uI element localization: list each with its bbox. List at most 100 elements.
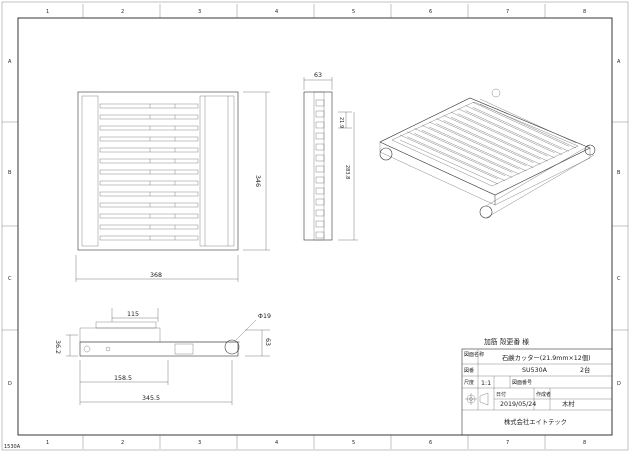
iso-blade: [479, 103, 577, 149]
iso-blade: [399, 139, 499, 185]
blade-row: [99, 158, 199, 164]
front-view: 368 346: [75, 91, 270, 282]
side-view-teeth: [315, 99, 325, 239]
company-name: 株式会社エイトテック: [504, 417, 567, 426]
col-label-bottom-6: 6: [429, 440, 432, 446]
row-markers: A B C D A B C D: [2, 59, 628, 387]
row2-qty: 2台: [580, 365, 590, 374]
row3-value: 1:1: [481, 380, 491, 387]
blade-row: [99, 114, 199, 120]
side-view: 63 21.9 283.8: [303, 72, 358, 241]
col-label-bottom-2: 2: [121, 440, 124, 446]
col-label-bottom-4: 4: [275, 440, 278, 446]
col-label-3: 3: [198, 9, 201, 15]
bottom-dim-158: 158.5: [114, 375, 132, 382]
blade-row: [99, 224, 199, 230]
row4-author: 木村: [562, 399, 575, 408]
iso-blade-top: [407, 131, 506, 176]
col-label-8: 8: [583, 9, 586, 15]
front-height-dim: 346: [254, 175, 261, 187]
row4-author-label: 作成者: [536, 391, 551, 398]
iso-blade-top: [450, 111, 548, 157]
row-label-C: C: [8, 276, 12, 282]
iso-blade: [429, 126, 527, 172]
projection-symbol-icon: [465, 392, 489, 406]
iso-blade-top: [421, 125, 520, 170]
row2-value: SU530A: [522, 367, 548, 374]
col-label-bottom-3: 3: [198, 440, 201, 446]
inner-frame: [17, 17, 613, 436]
blade-row: [99, 235, 199, 241]
blade-row: [99, 180, 199, 186]
iso-blade-top: [458, 108, 555, 153]
side-tooth: [315, 220, 325, 228]
title-header: 加筋 殻更番 様: [484, 337, 529, 346]
row3-label: 尺度: [464, 379, 474, 386]
front-width-dim: 368: [150, 272, 162, 279]
row-label-right-B: B: [617, 170, 621, 176]
row4-date: 2019/05/24: [500, 401, 536, 408]
row2-label: 図番: [464, 367, 474, 374]
bottom-dim-phi: Φ19: [258, 313, 271, 320]
iso-blade-top: [472, 102, 569, 147]
iso-blade-top: [429, 121, 527, 167]
blade-row: [99, 125, 199, 131]
side-tooth: [315, 231, 325, 239]
bottom-dim-345: 345.5: [142, 395, 160, 402]
side-tooth: [315, 187, 325, 195]
iso-blade-top: [436, 118, 534, 163]
isometric-view: [379, 88, 596, 219]
iso-blade: [436, 123, 534, 168]
isometric-blades: [399, 98, 577, 185]
blade-row: [99, 103, 199, 109]
iso-blade: [465, 110, 562, 155]
row1-label: 図面名称: [464, 351, 484, 358]
iso-blade-top: [443, 115, 541, 160]
row-label-A: A: [8, 59, 12, 65]
side-tooth: [315, 154, 325, 162]
iso-blade: [458, 113, 555, 158]
col-label-7: 7: [506, 9, 509, 15]
side-tooth: [315, 132, 325, 140]
row-label-B: B: [8, 170, 12, 176]
side-tooth: [315, 165, 325, 173]
title-block: 加筋 殻更番 様 図面名称 石鹸カッター(21.9mm×12個) 図番 SU53…: [461, 337, 613, 436]
col-label-1: 1: [46, 9, 49, 15]
row-label-right-A: A: [617, 59, 621, 65]
iso-blade: [407, 136, 506, 181]
bottom-side-view: 115 Φ19 36.2 63 158.5 345.5: [54, 308, 271, 405]
iso-blade: [472, 107, 569, 152]
bottom-dim-height: 36.2: [54, 340, 61, 354]
blade-row: [99, 213, 199, 219]
side-tooth: [315, 110, 325, 118]
side-tooth: [315, 209, 325, 217]
col-label-bottom-8: 8: [583, 440, 586, 446]
blade-row: [99, 147, 199, 153]
side-tooth: [315, 198, 325, 206]
col-label-6: 6: [429, 9, 432, 15]
iso-blade-top: [414, 128, 513, 173]
blade-row: [99, 136, 199, 142]
row1-value: 石鹸カッター(21.9mm×12個): [502, 353, 591, 362]
side-width-dim: 63: [314, 72, 322, 79]
iso-blade: [443, 120, 541, 165]
bottom-dim-63: 63: [264, 338, 271, 346]
iso-blade-top: [465, 105, 562, 150]
iso-blade: [414, 133, 513, 178]
side-tooth: [315, 99, 325, 107]
corner-code: 1530A: [4, 444, 21, 450]
side-tooth: [315, 176, 325, 184]
column-markers-bottom: 1 2 3 4 5 6 7 8: [46, 435, 586, 449]
row-label-right-C: C: [617, 276, 621, 282]
row-label-right-D: D: [617, 381, 621, 387]
iso-blade: [421, 130, 520, 175]
col-label-4: 4: [275, 9, 278, 15]
col-label-bottom-7: 7: [506, 440, 509, 446]
col-label-2: 2: [121, 9, 124, 15]
bottom-dim-115: 115: [127, 311, 139, 318]
row4-date-label: 日付: [496, 391, 506, 398]
front-view-blades: [99, 103, 199, 241]
col-label-bottom-5: 5: [352, 440, 355, 446]
